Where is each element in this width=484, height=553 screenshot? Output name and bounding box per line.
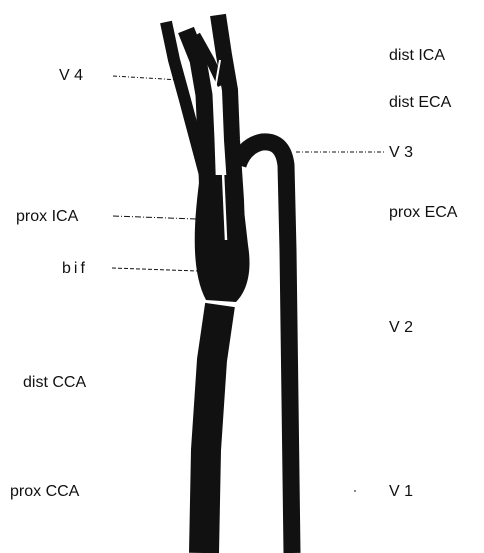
label-dist-cca: dist CCA <box>23 375 86 391</box>
label-v4: V 4 <box>59 68 83 84</box>
label-prox-cca: prox CCA <box>10 484 79 500</box>
label-v1: V 1 <box>389 484 413 500</box>
leader-prox-ica <box>113 216 196 219</box>
label-prox-eca: prox ECA <box>389 205 457 221</box>
label-v3: V 3 <box>389 145 413 161</box>
label-dist-eca: dist ECA <box>389 95 451 111</box>
leader-v4 <box>113 76 180 80</box>
common-carotid-artery <box>204 305 220 553</box>
label-dist-ica: dist ICA <box>389 48 445 64</box>
label-bif: bif <box>62 261 88 277</box>
label-prox-ica: prox ICA <box>16 209 78 225</box>
vertebral-artery <box>238 142 292 553</box>
leader-bif <box>112 268 198 271</box>
label-v2: V 2 <box>389 320 413 336</box>
